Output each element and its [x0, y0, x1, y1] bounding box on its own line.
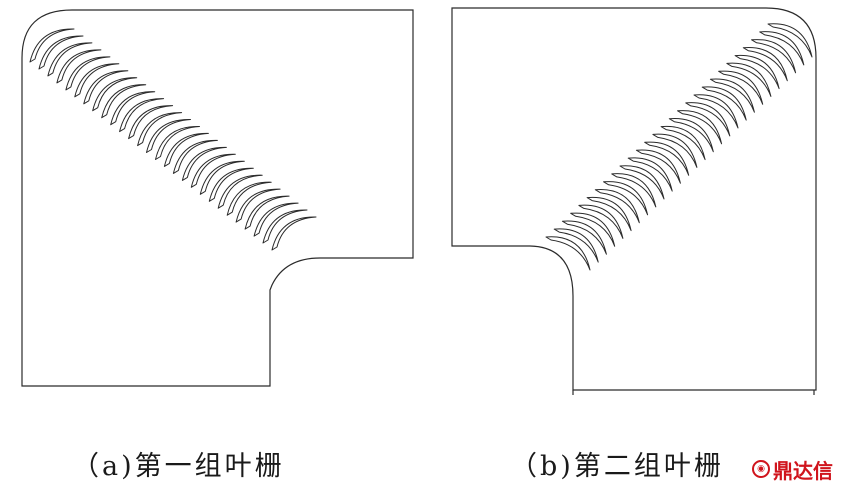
- blade: [199, 160, 245, 195]
- blade: [217, 174, 263, 209]
- blade: [767, 23, 813, 58]
- blade: [586, 196, 632, 232]
- watermark-text: 鼎达信: [773, 458, 833, 483]
- blade: [578, 204, 624, 239]
- blade: [553, 228, 599, 263]
- blade: [652, 133, 698, 168]
- blade: [709, 78, 755, 113]
- blade: [29, 28, 75, 63]
- caption-panel-a: （a)第一组叶栅: [72, 451, 285, 482]
- blade: [594, 189, 640, 224]
- blade: [56, 49, 102, 84]
- blade: [65, 56, 111, 91]
- blade: [163, 132, 209, 167]
- panel-a-cascade-diagram: [21, 9, 414, 387]
- blade: [110, 91, 156, 126]
- blade: [561, 220, 607, 255]
- blade: [627, 157, 673, 192]
- blade: [603, 181, 649, 216]
- blade: [74, 63, 120, 98]
- panel-a-blade-row: [29, 28, 317, 251]
- blade: [751, 39, 797, 74]
- blade: [734, 54, 780, 90]
- panel-a-duct-outline: [21, 9, 414, 387]
- blade: [208, 167, 254, 202]
- blade: [759, 31, 805, 66]
- panel-b-cascade-diagram: [451, 7, 817, 395]
- blade: [611, 173, 657, 208]
- blade: [677, 110, 723, 145]
- blade: [226, 181, 272, 216]
- blade: [101, 84, 147, 119]
- blade: [137, 112, 183, 147]
- blade: [172, 139, 218, 174]
- blade: [742, 47, 788, 82]
- blade: [262, 209, 308, 244]
- blade: [726, 62, 772, 97]
- blade: [668, 118, 714, 153]
- blade: [693, 94, 739, 129]
- panel-b-blade-row: [545, 23, 813, 271]
- blade: [570, 212, 616, 247]
- caption-panel-b: （b)第二组叶栅: [510, 451, 724, 482]
- blade: [155, 125, 200, 160]
- blade: [190, 153, 236, 188]
- watermark: ◉ 鼎达信: [752, 452, 833, 486]
- blade: [119, 98, 165, 133]
- blade: [181, 146, 227, 181]
- blade: [635, 149, 681, 184]
- blade: [271, 216, 317, 251]
- blade: [685, 102, 731, 137]
- blade: [619, 165, 665, 200]
- blade: [235, 188, 281, 223]
- blade: [545, 236, 591, 271]
- blade: [92, 77, 138, 112]
- blade: [644, 141, 690, 176]
- blade: [701, 86, 747, 121]
- blade: [83, 70, 129, 105]
- watermark-logo-icon: ◉: [752, 460, 770, 478]
- blade: [244, 195, 290, 230]
- blade: [128, 105, 174, 140]
- blade: [47, 42, 93, 77]
- blade: [718, 70, 764, 105]
- blade: [38, 35, 84, 70]
- blade: [660, 125, 706, 161]
- blade: [146, 118, 191, 153]
- blade: [253, 202, 299, 237]
